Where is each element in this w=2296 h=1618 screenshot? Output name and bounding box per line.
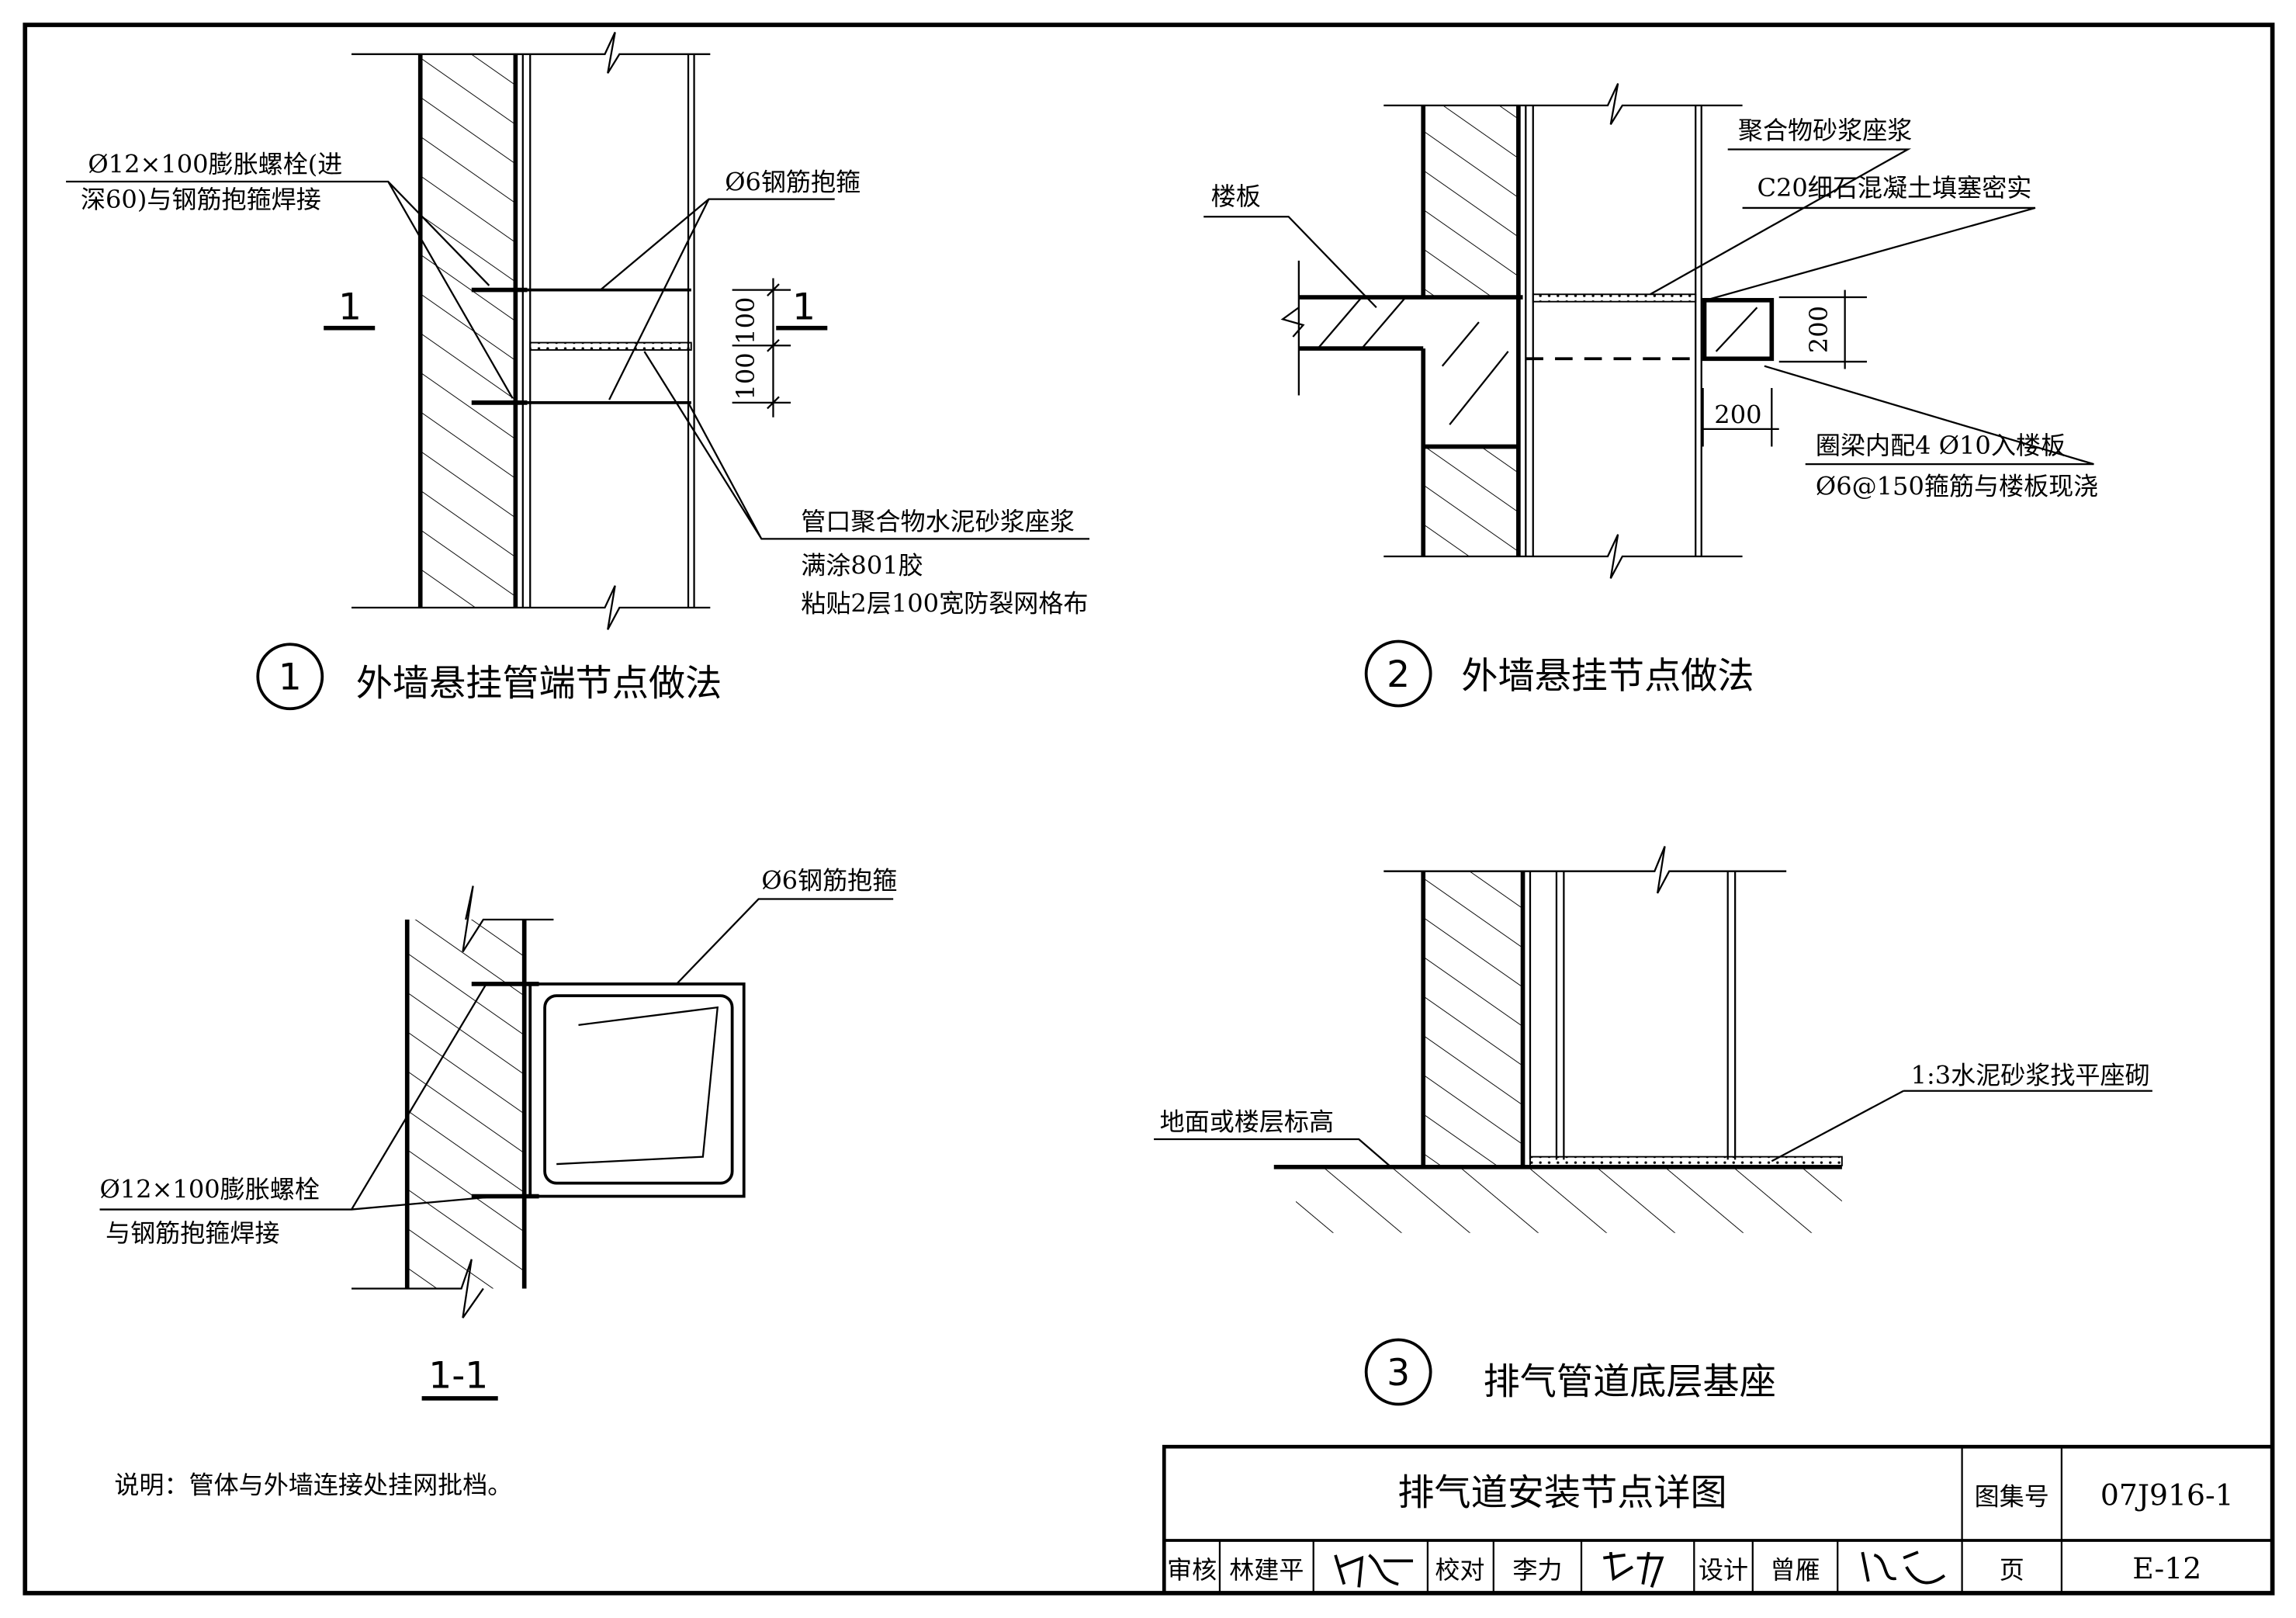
section-title: 1-1 [428, 1355, 488, 1398]
reviewer-signature [1334, 1554, 1414, 1588]
detail-1-number: 1 [279, 657, 302, 699]
dim-200-horizontal: 200 [1714, 400, 1761, 429]
checker-signature [1603, 1551, 1664, 1588]
label-ring-beam-1: 圈梁内配4 Ø10入楼板 [1816, 431, 2066, 460]
label-hoop-section: Ø6钢筋抱箍 [761, 865, 897, 895]
dim-100-bottom: 100 [731, 352, 760, 400]
title-block: 排气道安装节点详图 图集号 07J916-1 审核 林建平 校对 李力 设计 曾… [1162, 1444, 2274, 1595]
detail-3-number: 3 [1387, 1352, 1410, 1395]
design-label: 设计 [1699, 1555, 1748, 1585]
review-label: 审核 [1167, 1555, 1217, 1585]
label-bolt-section-2: 与钢筋抱箍焊接 [106, 1218, 279, 1248]
label-leveling-mortar: 1:3水泥砂浆找平座砌 [1911, 1060, 2150, 1090]
label-bolt-1: Ø12×100膨胀螺栓(进 [88, 150, 342, 179]
section-mark-right: 1 [792, 286, 816, 328]
check-label: 校对 [1435, 1555, 1484, 1585]
label-mortar: 管口聚合物水泥砂浆座浆 [801, 507, 1075, 536]
label-floor-elevation: 地面或楼层标高 [1160, 1107, 1334, 1137]
detail-2-title: 外墙悬挂节点做法 [1461, 655, 1754, 698]
detail-1: 100 100 1 1 Ø12×100膨胀螺栓(进 深60)与钢筋抱箍焊接 Ø6… [66, 32, 1090, 711]
section-1-1: Ø6钢筋抱箍 Ø12×100膨胀螺栓 与钢筋抱箍焊接 1-1 [99, 865, 897, 1401]
checker-name: 李力 [1512, 1555, 1562, 1585]
label-ring-beam-2: Ø6@150箍筋与楼板现浇 [1816, 472, 2098, 501]
label-mesh: 粘贴2层100宽防裂网格布 [801, 589, 1088, 618]
page-number: E-12 [2132, 1551, 2201, 1585]
label-bolt-2: 深60)与钢筋抱箍焊接 [81, 185, 321, 214]
sheet-title: 排气道安装节点详图 [1397, 1472, 1726, 1515]
dim-100-top: 100 [731, 297, 760, 345]
label-c20-fill: C20细石混凝土填塞密实 [1757, 173, 2031, 203]
detail-3-title: 排气管道底层基座 [1484, 1360, 1776, 1403]
atlas-number: 07J916-1 [2100, 1478, 2234, 1512]
sheet-frame [23, 23, 2275, 1595]
designer-signature [1861, 1550, 1946, 1585]
dim-200-vertical: 200 [1804, 306, 1834, 353]
label-glue: 满涂801胶 [801, 551, 923, 580]
detail-2-number: 2 [1387, 653, 1410, 696]
section-mark-left: 1 [338, 286, 362, 328]
label-polymer-mortar: 聚合物砂浆座浆 [1738, 116, 1912, 145]
label-hoop: Ø6钢筋抱箍 [725, 167, 861, 196]
detail-3: 地面或楼层标高 1:3水泥砂浆找平座砌 3 排气管道底层基座 [1154, 846, 2152, 1406]
detail-2: 200 200 楼板 聚合物砂浆座浆 C20细石混凝土填塞密实 圈梁内配4 Ø1… [1203, 83, 2098, 708]
page-label: 页 [2000, 1555, 2024, 1585]
designer-name: 曾雁 [1770, 1555, 1820, 1585]
label-bolt-section-1: Ø12×100膨胀螺栓 [99, 1174, 319, 1204]
detail-1-title: 外墙悬挂管端节点做法 [356, 662, 722, 705]
label-slab: 楼板 [1211, 182, 1261, 211]
atlas-label: 图集号 [1975, 1482, 2049, 1512]
reviewer-name: 林建平 [1229, 1555, 1304, 1585]
general-note: 说明：管体与外墙连接处挂网批档。 [114, 1471, 512, 1500]
